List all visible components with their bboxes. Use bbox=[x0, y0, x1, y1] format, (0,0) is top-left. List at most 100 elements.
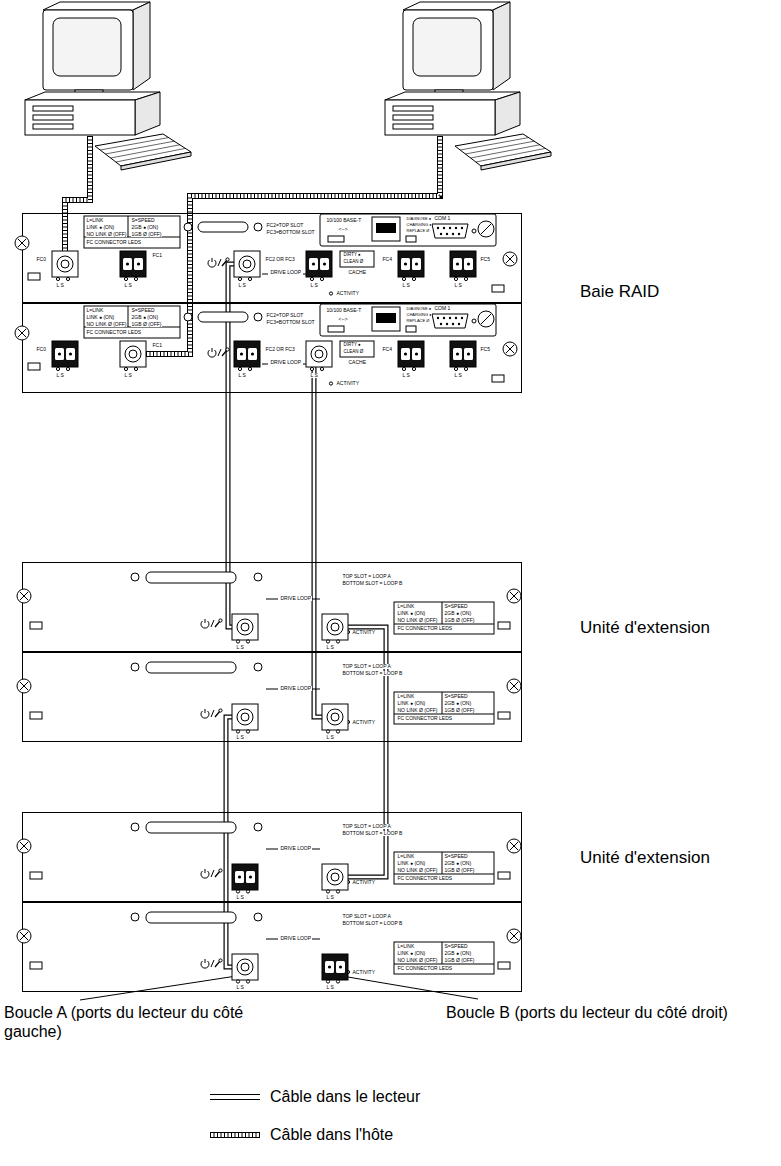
panel-label: FC2 OR FC3 bbox=[265, 347, 295, 352]
panel-label: FC0 bbox=[36, 257, 46, 262]
panel-label: FC4 bbox=[382, 347, 392, 352]
panel-label: LINK ● (ON) bbox=[397, 611, 426, 616]
panel-label: ACTIVITY bbox=[336, 381, 360, 386]
panel-label: FC CONNECTOR LEDS bbox=[397, 716, 453, 721]
panel-label: DRIVE LOOP bbox=[270, 270, 302, 275]
panel-label: BOTTOM SLOT = LOOP B bbox=[342, 671, 403, 676]
panel-label: L=LINK bbox=[86, 308, 104, 313]
panel-label: 1GB Ø (OFF) bbox=[444, 708, 475, 713]
panel-label: L S bbox=[236, 895, 244, 900]
panel-label: FC CONNECTOR LEDS bbox=[397, 626, 453, 631]
panel-label: L S bbox=[236, 645, 244, 650]
panel-label: L S bbox=[238, 373, 246, 378]
panel-label: L S bbox=[454, 373, 462, 378]
panel-label: L S bbox=[124, 373, 132, 378]
panel-label: S=SPEED bbox=[131, 218, 155, 223]
panel-label: NO LINK Ø (OFF) bbox=[397, 958, 438, 963]
panel-label: 2GB ● (ON) bbox=[444, 951, 472, 956]
panel-label: LINK ● (ON) bbox=[397, 701, 426, 706]
panel-label: L=LINK bbox=[397, 694, 415, 699]
panel-label: L S bbox=[402, 373, 410, 378]
panel-label: S=SPEED bbox=[444, 944, 468, 949]
loop-callout: Boucle A (ports du lecteur du côté gauch… bbox=[4, 1003, 244, 1041]
panel-label: ACTIVITY bbox=[352, 880, 376, 885]
panel-label: S=SPEED bbox=[444, 854, 468, 859]
panel-label: L S bbox=[326, 645, 334, 650]
panel-label: REPLACE Ø bbox=[406, 319, 430, 323]
panel-label: CLEAN Ø bbox=[343, 260, 364, 265]
loop-callout: Boucle B (ports du lecteur du côté droit… bbox=[446, 1003, 776, 1022]
panel-label: S=SPEED bbox=[444, 694, 468, 699]
panel-label: DRIVE LOOP bbox=[280, 596, 312, 601]
panel-label: L S bbox=[56, 283, 64, 288]
panel-label: 2GB ● (ON) bbox=[131, 315, 159, 320]
panel-label: LINK ● (ON) bbox=[397, 861, 426, 866]
panel-label: S=SPEED bbox=[444, 604, 468, 609]
panel-label: FC CONNECTOR LEDS bbox=[86, 330, 142, 335]
panel-label: L S bbox=[310, 373, 318, 378]
panel-label: FC2=TOP SLOT bbox=[266, 313, 304, 318]
panel-label: DIAGNOSE ● bbox=[406, 307, 432, 311]
unit-label: Unité d'extension bbox=[580, 848, 710, 868]
legend-text: Câble dans le lecteur bbox=[270, 1087, 420, 1106]
panel-label: LINK ● (ON) bbox=[86, 225, 115, 230]
panel-label: DIRTY ● bbox=[343, 343, 361, 348]
panel-label: 10/100 BASE-T bbox=[326, 218, 362, 223]
panel-label: FC3=BOTTOM SLOT bbox=[266, 320, 315, 325]
panel-label: 1GB Ø (OFF) bbox=[444, 958, 475, 963]
panel-label: FC CONNECTOR LEDS bbox=[397, 876, 453, 881]
panel-label: L S bbox=[454, 283, 462, 288]
panel-label: NO LINK Ø (OFF) bbox=[397, 868, 438, 873]
panel-label: COM 1 bbox=[434, 216, 451, 221]
legend-text: Câble dans l'hôte bbox=[270, 1125, 393, 1144]
panel-label: CACHE bbox=[348, 270, 367, 275]
panel-label: BOTTOM SLOT = LOOP B bbox=[342, 921, 403, 926]
panel-label: DRIVE LOOP bbox=[280, 846, 312, 851]
host-computer bbox=[385, 2, 551, 170]
panel-label: BOTTOM SLOT = LOOP B bbox=[342, 831, 403, 836]
panel-label: TOP SLOT = LOOP A bbox=[342, 824, 391, 829]
panel-label: 2GB ● (ON) bbox=[444, 611, 472, 616]
panel-label: L=LINK bbox=[397, 944, 415, 949]
panel-label: BOTTOM SLOT = LOOP B bbox=[342, 581, 403, 586]
line-sample bbox=[208, 1128, 262, 1142]
panel-label: LINK ● (ON) bbox=[86, 315, 115, 320]
panel-label: ACTIVITY bbox=[352, 720, 376, 725]
panel-label: CACHE bbox=[348, 360, 367, 365]
panel-label: L S bbox=[124, 283, 132, 288]
panel-label: LINK ● (ON) bbox=[397, 951, 426, 956]
panel-label: L S bbox=[238, 283, 246, 288]
panel-label: 1GB Ø (OFF) bbox=[131, 322, 162, 327]
panel-label: FC4 bbox=[382, 257, 392, 262]
expansion-tray: TOP SLOT = LOOP A BOTTOM SLOT = LOOP B DRI… bbox=[22, 652, 522, 742]
unit-label: Unité d'extension bbox=[580, 618, 710, 638]
panel-label: COM 1 bbox=[434, 306, 451, 311]
panel-label: NO LINK Ø (OFF) bbox=[397, 618, 438, 623]
panel-label: FC5 bbox=[480, 257, 490, 262]
panel-label: DRIVE LOOP bbox=[280, 686, 312, 691]
unit-label: Baie RAID bbox=[580, 282, 659, 302]
panel-label: <--> bbox=[338, 317, 348, 322]
panel-label: FC5 bbox=[480, 347, 490, 352]
panel-label: FC1 bbox=[152, 253, 162, 258]
panel-label: 2GB ● (ON) bbox=[444, 861, 472, 866]
panel-label: TOP SLOT = LOOP A bbox=[342, 664, 391, 669]
panel-label: NO LINK Ø (OFF) bbox=[86, 322, 127, 327]
panel-label: CLEAN Ø bbox=[343, 350, 364, 355]
panel-label: L=LINK bbox=[397, 854, 415, 859]
panel-label: NO LINK Ø (OFF) bbox=[86, 232, 127, 237]
panel-label: ACTIVITY bbox=[336, 291, 360, 296]
controller-tray: L=LINKLINK ● (ON)NO LINK Ø (OFF)S=SPEED2… bbox=[22, 303, 522, 393]
panel-label: ACTIVITY bbox=[352, 630, 376, 635]
panel-label: CHARGING ● bbox=[406, 313, 432, 317]
panel-label: FC1 bbox=[152, 343, 162, 348]
panel-label: L S bbox=[236, 735, 244, 740]
leader-line bbox=[336, 975, 478, 999]
panel-label: DIRTY ● bbox=[343, 253, 361, 258]
panel-label: ACTIVITY bbox=[352, 970, 376, 975]
panel-label: L=LINK bbox=[86, 218, 104, 223]
panel-label: FC2 OR FC3 bbox=[265, 257, 295, 262]
expansion-tray: TOP SLOT = LOOP ABOTTOM SLOT = LOOP BDRI… bbox=[22, 562, 522, 652]
panel-label: 10/100 BASE-T bbox=[326, 308, 362, 313]
